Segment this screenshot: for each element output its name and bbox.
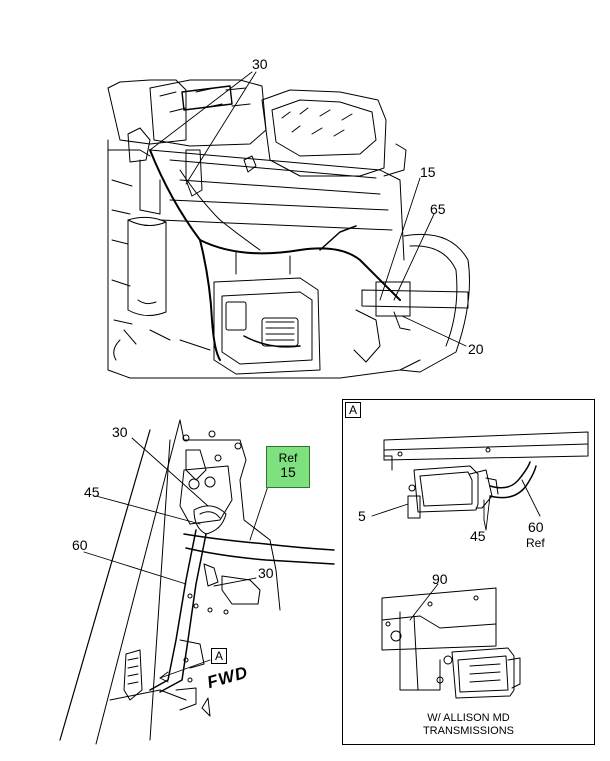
inset-caption-line1: W/ ALLISON MD (427, 712, 510, 724)
callout-65-top: 65 (430, 201, 446, 217)
callout-30-mid-lower: 30 (258, 565, 274, 581)
callout-15-top: 15 (420, 164, 436, 180)
ref-15-box: Ref 15 (266, 446, 310, 488)
inset-leader-lines (371, 479, 541, 621)
callout-45-mid: 45 (84, 484, 100, 500)
callout-45-inset: 45 (470, 528, 486, 544)
callout-60-inset: 60 (528, 519, 544, 535)
inset-a-frame (342, 399, 595, 745)
inset-a-tag: A (345, 402, 361, 418)
ref-box-line2: 15 (280, 464, 296, 480)
callout-90-inset: 90 (432, 571, 448, 587)
engine-illustration (107, 79, 470, 379)
ref-box-line1: Ref (278, 451, 298, 465)
inset-caption: W/ ALLISON MD TRANSMISSIONS (342, 712, 595, 738)
callout-60-ref-inset: Ref (526, 536, 545, 550)
callout-60-mid: 60 (72, 537, 88, 553)
view-a-tag: A (211, 648, 227, 664)
inset-a-illustration (381, 431, 589, 699)
callout-20-top: 20 (468, 341, 484, 357)
callout-30-mid-upper: 30 (112, 424, 128, 440)
callout-30-top: 30 (252, 56, 268, 72)
mid-leader-lines (83, 437, 269, 587)
top-leader-lines (149, 71, 467, 347)
callout-5-inset: 5 (358, 508, 366, 524)
inset-caption-line2: TRANSMISSIONS (422, 725, 515, 737)
frame-detail-illustration (59, 419, 335, 745)
